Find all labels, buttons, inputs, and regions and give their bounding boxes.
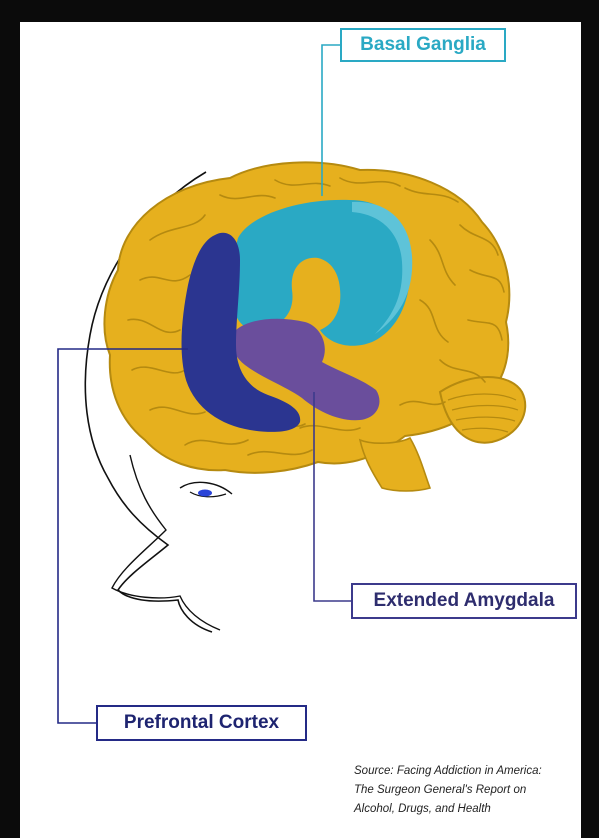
prefrontal-cortex-label: Prefrontal Cortex [96, 705, 307, 741]
face-lower-outline [112, 455, 220, 630]
source-line-1: Source: Facing Addiction in America: [354, 762, 569, 781]
source-line-3: Alcohol, Drugs, and Health [354, 800, 569, 819]
eye-icon [180, 482, 232, 496]
source-line-2: The Surgeon General's Report on [354, 781, 569, 800]
extended-amygdala-label: Extended Amygdala [351, 583, 577, 619]
source-citation: Source: Facing Addiction in America: The… [354, 762, 569, 819]
basal-ganglia-label: Basal Ganglia [340, 28, 506, 62]
brain-stem-shape [360, 438, 430, 491]
